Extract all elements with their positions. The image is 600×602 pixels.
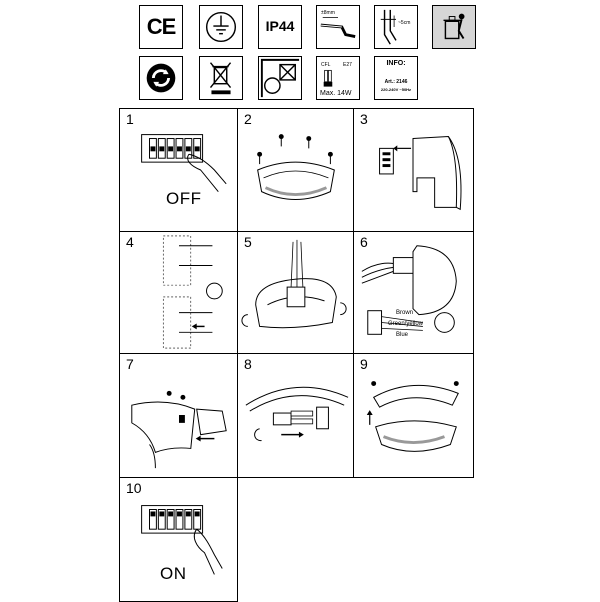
wire-label-brown: Brown — [396, 310, 414, 316]
weee-symbol — [199, 56, 243, 100]
fixture-attach-icon — [131, 390, 227, 469]
strip-length-text: ±8mm — [321, 10, 335, 16]
lamp-type-text: CFL — [321, 62, 331, 68]
circuit-breaker-on-icon — [141, 505, 223, 575]
step-caption-on: ON — [160, 564, 187, 583]
crossed-bin-icon — [209, 62, 232, 95]
cfl-bulb-icon — [323, 69, 333, 87]
info-box: INFO: Art.: 2146 220-240V ~50Hz — [374, 56, 418, 100]
recycle-arrow-icon — [146, 63, 176, 93]
circuit-breaker-hand-icon — [141, 134, 227, 192]
lamp-cover-symbol — [258, 56, 302, 100]
step-caption-off: OFF — [166, 189, 202, 208]
cable-length-symbol: ~5cm — [374, 5, 418, 49]
info-voltage: 220-240V ~50Hz — [380, 87, 412, 92]
step-number: 8 — [244, 356, 252, 372]
step-5-panel: 5 — [237, 231, 354, 354]
step-number: 9 — [360, 356, 368, 372]
step-number: 6 — [360, 234, 368, 250]
lamp-cover-screws-icon — [257, 134, 335, 200]
ip-rating-text: IP44 — [265, 18, 295, 34]
ce-mark-symbol: CE — [139, 5, 183, 49]
lamp-base-text: E27 — [343, 62, 352, 68]
step-7-panel: 7 — [119, 353, 238, 478]
covered-lamp-icon — [260, 58, 300, 98]
bulb-insert-icon — [245, 386, 349, 442]
wire-connection-icon — [361, 245, 457, 335]
wire-strip-icon — [320, 17, 356, 38]
step-6-panel: 6 Brown Green/yellow Blue — [353, 231, 474, 354]
disposal-symbol — [432, 5, 476, 49]
earth-ground-symbol — [199, 5, 243, 49]
wall-anchor-drill-icon — [162, 235, 223, 349]
wire-strip-symbol: ±8mm — [316, 5, 360, 49]
lamp-spec-symbol: CFL E27 Max. 14W — [316, 56, 360, 100]
step-3-panel: 3 — [353, 108, 474, 232]
step-number: 5 — [244, 234, 252, 250]
step-number: 3 — [360, 111, 368, 127]
lamp-max-text: Max. 14W — [320, 90, 352, 97]
cover-close-icon — [366, 381, 459, 452]
info-article: Art.: 2146 — [384, 79, 408, 85]
cable-length-text: ~5cm — [398, 20, 411, 26]
wire-label-blue: Blue — [396, 332, 409, 338]
step-1-panel: 1 OFF — [119, 108, 238, 232]
cable-plug-icon — [380, 9, 397, 45]
step-number: 7 — [126, 356, 134, 372]
step-4-panel: 4 — [119, 231, 238, 354]
green-dot-symbol — [139, 56, 183, 100]
mounting-bracket-wires-icon — [241, 239, 347, 329]
step-2-panel: 2 — [237, 108, 354, 232]
step-number: 1 — [126, 111, 134, 127]
ip-rating-symbol: IP44 — [258, 5, 302, 49]
wall-mount-box-icon — [379, 136, 462, 211]
step-number: 2 — [244, 111, 252, 127]
step-8-panel: 8 — [237, 353, 354, 478]
step-10-panel: 10 ON — [119, 477, 238, 602]
earth-ground-icon — [205, 11, 237, 43]
waste-bin-icon — [443, 13, 465, 40]
step-number: 10 — [126, 480, 142, 496]
info-title: INFO: — [386, 60, 406, 67]
ce-mark-text: CE — [146, 14, 177, 39]
wire-label-green-yellow: Green/yellow — [388, 321, 424, 327]
step-number: 4 — [126, 234, 134, 250]
step-9-panel: 9 — [353, 353, 474, 478]
